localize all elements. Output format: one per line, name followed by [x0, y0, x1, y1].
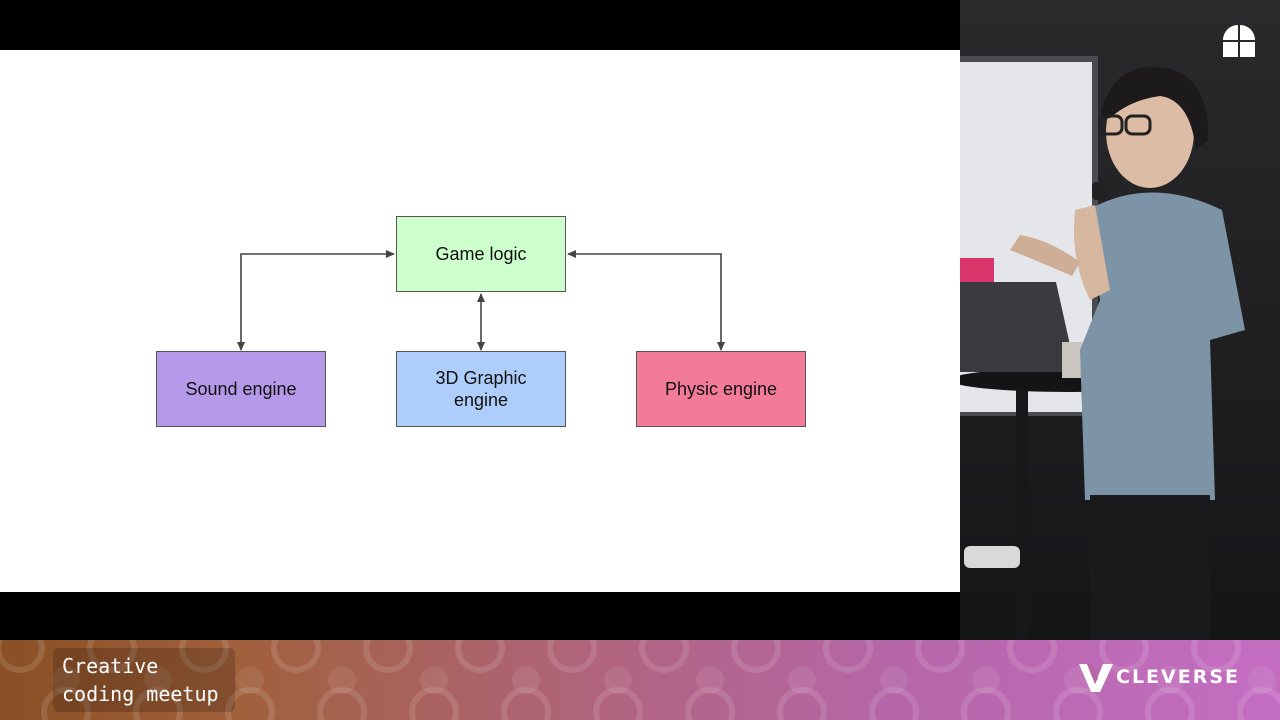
banner-pattern-ring	[593, 687, 643, 720]
banner-pattern-ring	[639, 640, 689, 673]
banner-pattern-ring	[1099, 640, 1149, 673]
banner-pattern-ring	[1053, 687, 1103, 720]
event-banner	[0, 640, 1280, 720]
banner-pattern-ring	[1237, 687, 1280, 720]
banner-pattern-dot	[236, 666, 264, 694]
banner-pattern-dot	[696, 666, 724, 694]
banner-pattern-dot	[144, 666, 172, 694]
banner-pattern-dot	[328, 666, 356, 694]
banner-pattern-ring	[317, 687, 367, 720]
banner-pattern-ring	[1145, 687, 1195, 720]
banner-pattern-ring	[777, 687, 827, 720]
arrow-sound-game	[237, 250, 395, 351]
node-3d-graphic-engine: 3D Graphic engine	[396, 351, 566, 427]
banner-pattern-ring	[41, 687, 91, 720]
banner-pattern-ring	[547, 640, 597, 673]
banner-pattern-ring	[0, 640, 45, 673]
banner-pattern-dot	[1156, 666, 1184, 694]
banner-pattern-ring	[823, 640, 873, 673]
banner-pattern-dot	[52, 666, 80, 694]
banner-flower-pattern	[0, 640, 1280, 720]
presenter-scene	[960, 56, 1245, 640]
node-game-logic: Game logic	[396, 216, 566, 292]
banner-pattern-dot	[972, 666, 1000, 694]
banner-pattern-ring	[961, 687, 1011, 720]
banner-pattern-ring	[271, 640, 321, 673]
banner-pattern-ring	[1191, 640, 1241, 673]
banner-pattern-ring	[915, 640, 965, 673]
banner-pattern-ring	[455, 640, 505, 673]
banner-pattern-ring	[87, 640, 137, 673]
banner-pattern-ring	[869, 687, 919, 720]
banner-pattern-dot	[420, 666, 448, 694]
banner-pattern-dot	[788, 666, 816, 694]
slide: Game logic Sound engine 3D Graphic engin…	[0, 50, 960, 592]
banner-pattern-ring	[731, 640, 781, 673]
brand-name: CLEVERSE	[1116, 666, 1241, 688]
brand-logo: CLEVERSE	[1078, 660, 1240, 694]
diagram-arrows	[237, 250, 725, 351]
banner-pattern-ring	[1007, 640, 1057, 673]
banner-pattern-dot	[1248, 666, 1276, 694]
slide-frame: Game logic Sound engine 3D Graphic engin…	[0, 50, 960, 592]
banner-pattern-ring	[685, 687, 735, 720]
quadrant-logo-icon	[1223, 25, 1255, 57]
node-sound-engine: Sound engine	[156, 351, 326, 427]
banner-pattern-dot	[604, 666, 632, 694]
banner-pattern-dot	[880, 666, 908, 694]
banner-pattern-ring	[409, 687, 459, 720]
arrow-physic-game	[567, 250, 725, 351]
banner-pattern-ring	[179, 640, 229, 673]
banner-pattern-ring	[133, 687, 183, 720]
cleverse-logo-icon	[1079, 664, 1113, 692]
presenter-video	[960, 0, 1280, 640]
node-physic-engine: Physic engine	[636, 351, 806, 427]
event-title: Creative coding meetup	[53, 648, 235, 712]
banner-pattern-ring	[501, 687, 551, 720]
banner-pattern-ring	[363, 640, 413, 673]
banner-pattern-ring	[225, 687, 275, 720]
banner-pattern-dot	[512, 666, 540, 694]
